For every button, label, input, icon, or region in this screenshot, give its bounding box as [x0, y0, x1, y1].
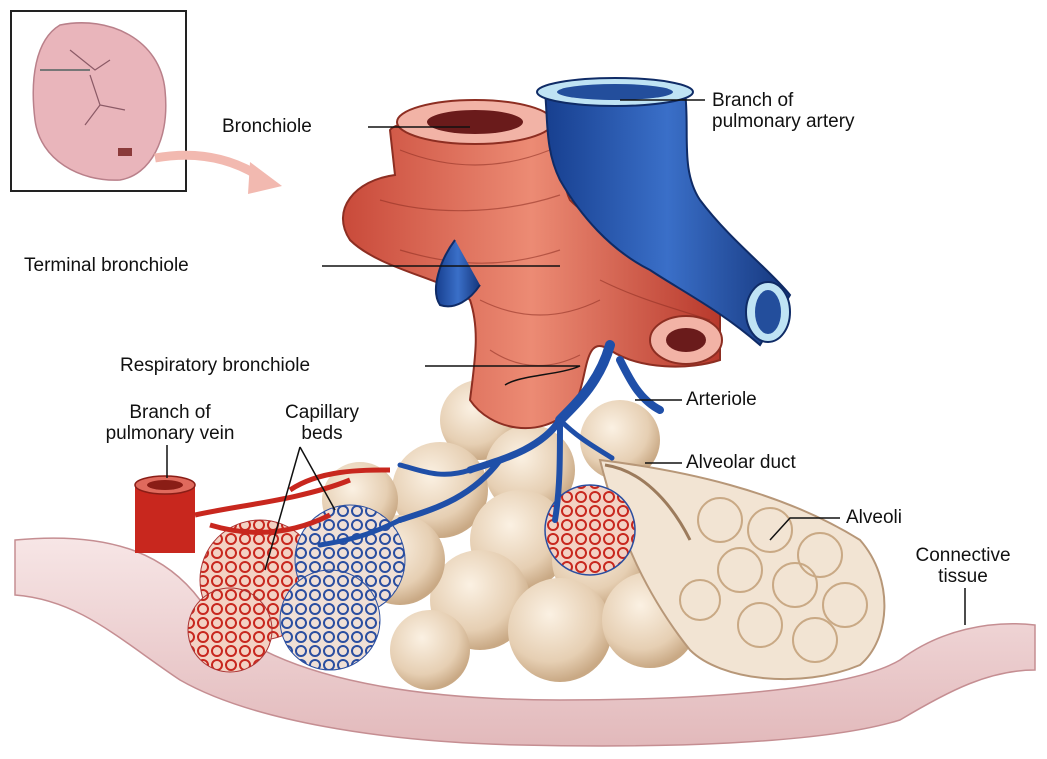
label-connective-tissue: Connective tissue — [888, 545, 1038, 587]
label-branch-of-pulmonary-artery: Branch of pulmonary artery — [712, 90, 855, 132]
label-bronchiole: Bronchiole — [222, 116, 312, 137]
label-branch-of-pulmonary-vein: Branch of pulmonary vein — [70, 402, 270, 444]
inset-arrowhead — [248, 162, 282, 194]
label-alveoli: Alveoli — [846, 507, 902, 528]
label-respiratory-bronchiole: Respiratory bronchiole — [120, 355, 310, 376]
label-arteriole: Arteriole — [686, 389, 757, 410]
label-capillary-beds: Capillary beds — [262, 402, 382, 444]
label-alveolar-duct: Alveolar duct — [686, 452, 796, 473]
label-terminal-bronchiole: Terminal bronchiole — [24, 255, 189, 276]
inset-lung-thumbnail — [11, 11, 186, 191]
